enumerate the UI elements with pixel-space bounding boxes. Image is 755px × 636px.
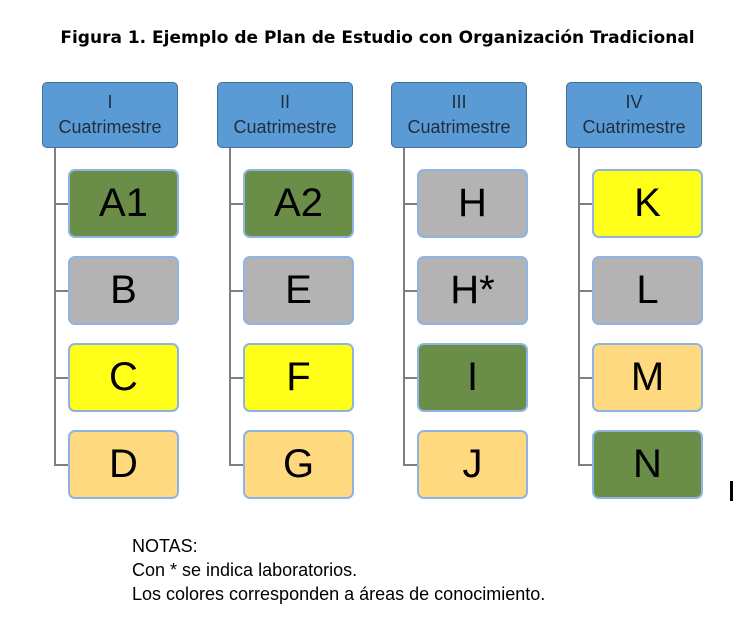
connector-branch (229, 377, 243, 379)
course-box: B (68, 256, 179, 325)
course-box: C (68, 343, 179, 412)
column-label: Cuatrimestre (582, 117, 686, 137)
course-box: M (592, 343, 703, 412)
course-box: D (68, 430, 179, 499)
column-label: Cuatrimestre (58, 117, 162, 137)
connector-branch (229, 464, 243, 466)
connector-line (54, 148, 56, 465)
column-numeral: II (279, 92, 290, 112)
figure-title: Figura 1. Ejemplo de Plan de Estudio con… (60, 28, 695, 48)
connector-branch (403, 464, 417, 466)
course-box: A1 (68, 169, 179, 238)
column-label: Cuatrimestre (233, 117, 337, 137)
column-header: II Cuatrimestre (217, 82, 353, 148)
column-numeral: III (451, 92, 467, 112)
connector-line (403, 148, 405, 465)
notes-line-labs: Con * se indica laboratorios. (132, 560, 358, 580)
course-box: E (243, 256, 354, 325)
column-numeral: I (107, 92, 113, 112)
course-box: H* (417, 256, 528, 325)
connector-line (578, 148, 580, 465)
course-box: N (592, 430, 703, 499)
edge-mark (730, 481, 733, 501)
column-header: III Cuatrimestre (391, 82, 527, 148)
column-header: IV Cuatrimestre (566, 82, 702, 148)
course-box: H (417, 169, 528, 238)
notes-heading: NOTAS: (132, 536, 198, 556)
connector-branch (578, 377, 592, 379)
connector-branch (54, 377, 68, 379)
column-label: Cuatrimestre (407, 117, 511, 137)
connector-branch (54, 290, 68, 292)
column-header: I Cuatrimestre (42, 82, 178, 148)
connector-branch (54, 203, 68, 205)
column-numeral: IV (625, 92, 643, 112)
course-box: A2 (243, 169, 354, 238)
connector-branch (578, 290, 592, 292)
connector-branch (54, 464, 68, 466)
connector-branch (403, 290, 417, 292)
course-box: J (417, 430, 528, 499)
connector-line (229, 148, 231, 465)
connector-branch (403, 203, 417, 205)
course-box: L (592, 256, 703, 325)
connector-branch (578, 464, 592, 466)
course-box: F (243, 343, 354, 412)
connector-branch (229, 203, 243, 205)
notes-line-colors: Los colores corresponden a áreas de cono… (132, 584, 546, 604)
course-box: I (417, 343, 528, 412)
course-box: G (243, 430, 354, 499)
notes-block: NOTAS: Con * se indica laboratorios. Los… (132, 534, 545, 606)
connector-branch (403, 377, 417, 379)
course-box: K (592, 169, 703, 238)
connector-branch (578, 203, 592, 205)
connector-branch (229, 290, 243, 292)
